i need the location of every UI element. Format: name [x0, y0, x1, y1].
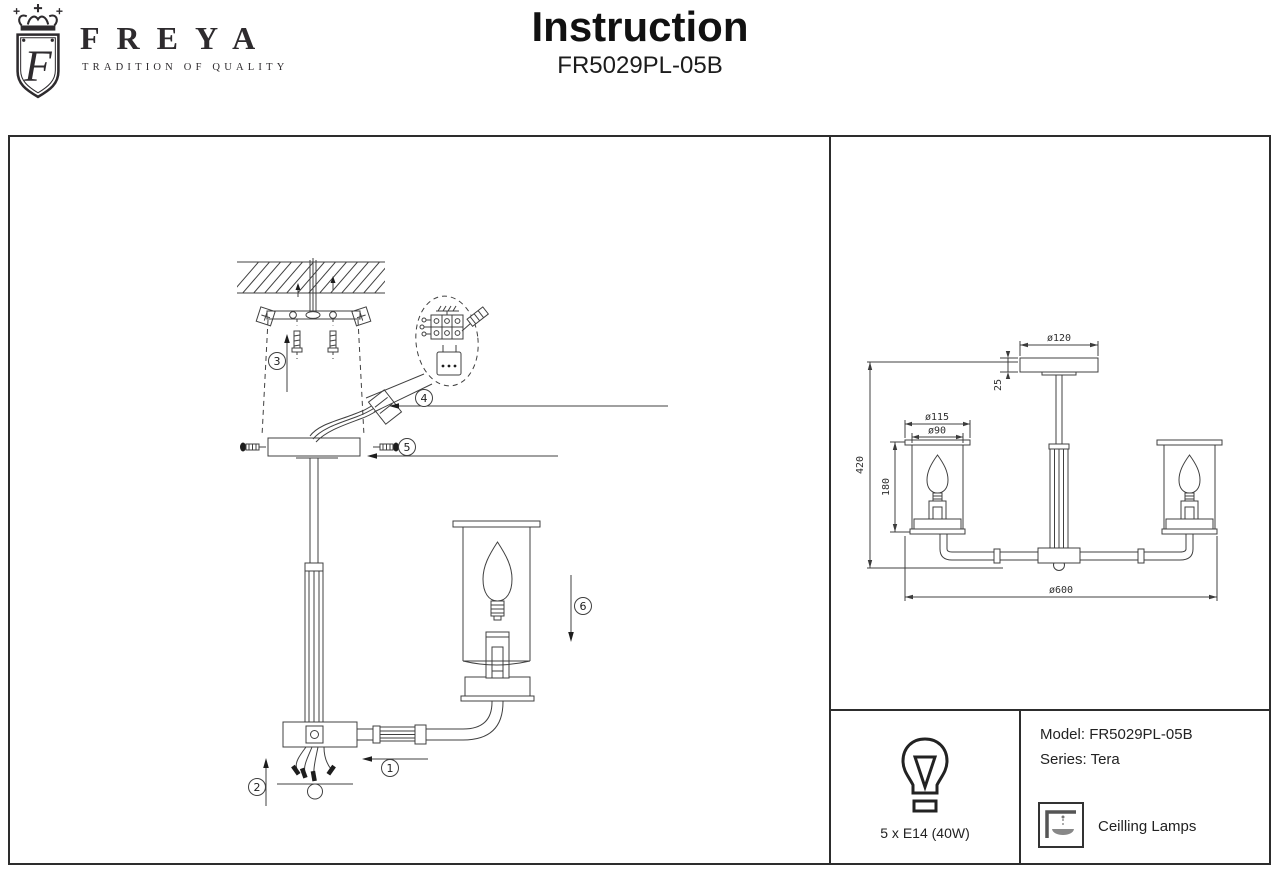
svg-text:6: 6	[580, 600, 587, 613]
svg-text:3: 3	[274, 355, 281, 368]
center-hub	[282, 721, 358, 748]
mounting-bracket	[255, 306, 372, 327]
dimension-drawing: ø120 25 420 ø115 ø90	[855, 333, 1223, 601]
dim-canopy	[1019, 357, 1099, 548]
hub-wires	[291, 746, 336, 782]
brand-tagline: TRADITION OF QUALITY	[82, 62, 289, 73]
mains-wires	[309, 258, 317, 311]
document-header: Instruction FR5029PL-05B	[0, 0, 1280, 80]
assembly-diagram: 3 5 4	[237, 258, 668, 806]
bulb-icon	[901, 737, 949, 813]
terminal-block	[430, 314, 464, 340]
step-4-marker: 4	[389, 389, 668, 409]
wire-ends	[419, 317, 431, 337]
central-stem	[304, 458, 324, 722]
dim-total-height: 420	[855, 361, 1018, 569]
svg-text:ø600: ø600	[1049, 585, 1073, 596]
brand-name: FREYA	[80, 20, 273, 56]
spec-divider-vertical	[1019, 709, 1021, 865]
dim-arms	[939, 534, 1194, 564]
ceiling-lamp-icon	[1045, 810, 1076, 838]
dim-shade-outer: ø115	[904, 412, 971, 438]
glass-shade	[452, 520, 541, 666]
screwdriver-icon	[461, 306, 490, 332]
dim-right-shade	[1156, 439, 1223, 535]
bulb-spec-cell: 5 x E14 (40W)	[832, 712, 1018, 864]
page-title: Instruction	[531, 3, 749, 50]
ceiling-lamp-icon-box	[1038, 802, 1084, 848]
step-3-marker: 3	[268, 334, 290, 392]
spec-divider-horizontal	[831, 709, 1271, 711]
spec-series-line: Series: Tera	[1040, 751, 1120, 768]
step-6-marker: 6	[568, 575, 592, 642]
connector-plug	[436, 345, 462, 376]
shade-holder	[460, 676, 535, 702]
freya-logo-icon: F	[13, 4, 63, 99]
svg-text:25: 25	[993, 379, 1004, 391]
spec-model-line: Model: FR5029PL-05B	[1040, 726, 1193, 743]
spec-category-label: Ceilling Lamps	[1098, 818, 1197, 835]
svg-text:2: 2	[254, 781, 261, 794]
wire-bundle	[309, 403, 379, 443]
ceiling-hatch	[237, 261, 385, 294]
lamp-arm	[357, 699, 504, 745]
bulb-spec-label: 5 x E14 (40W)	[880, 825, 970, 841]
svg-text:180: 180	[881, 478, 892, 496]
lamp-socket	[485, 631, 510, 679]
page-model-number: FR5029PL-05B	[557, 52, 723, 80]
svg-text:4: 4	[421, 392, 428, 405]
svg-text:ø90: ø90	[928, 426, 946, 437]
dim-shade-height: 180	[881, 441, 910, 533]
step-2-marker: 2	[248, 758, 269, 806]
canopy-side-screws	[240, 442, 399, 452]
ceiling-screw-arrows	[295, 276, 336, 297]
content-frame	[8, 135, 1271, 865]
canopy	[267, 437, 361, 459]
panel-divider	[829, 135, 831, 865]
svg-text:ø120: ø120	[1047, 333, 1071, 344]
dim-left-shade	[904, 439, 971, 535]
dim-canopy-height: 25	[993, 351, 1018, 391]
svg-text:ø115: ø115	[925, 412, 949, 423]
svg-text:5: 5	[404, 441, 411, 454]
mounting-screws	[291, 319, 339, 359]
svg-text:F: F	[23, 41, 52, 91]
step-5-marker: 5	[367, 438, 558, 459]
candle-bulb	[482, 541, 513, 621]
dim-canopy-diameter: ø120	[1019, 333, 1099, 356]
dim-shade-inner: ø90	[911, 426, 964, 443]
terminal-detail-callout	[365, 295, 490, 413]
svg-text:1: 1	[387, 762, 394, 775]
svg-text:420: 420	[855, 456, 866, 474]
finial-rod	[277, 783, 353, 800]
canopy-guide-lines	[261, 319, 365, 437]
dim-fixture-diameter: ø600	[904, 536, 1218, 601]
dim-hub	[1037, 547, 1081, 571]
step-1-marker: 1	[362, 756, 428, 777]
